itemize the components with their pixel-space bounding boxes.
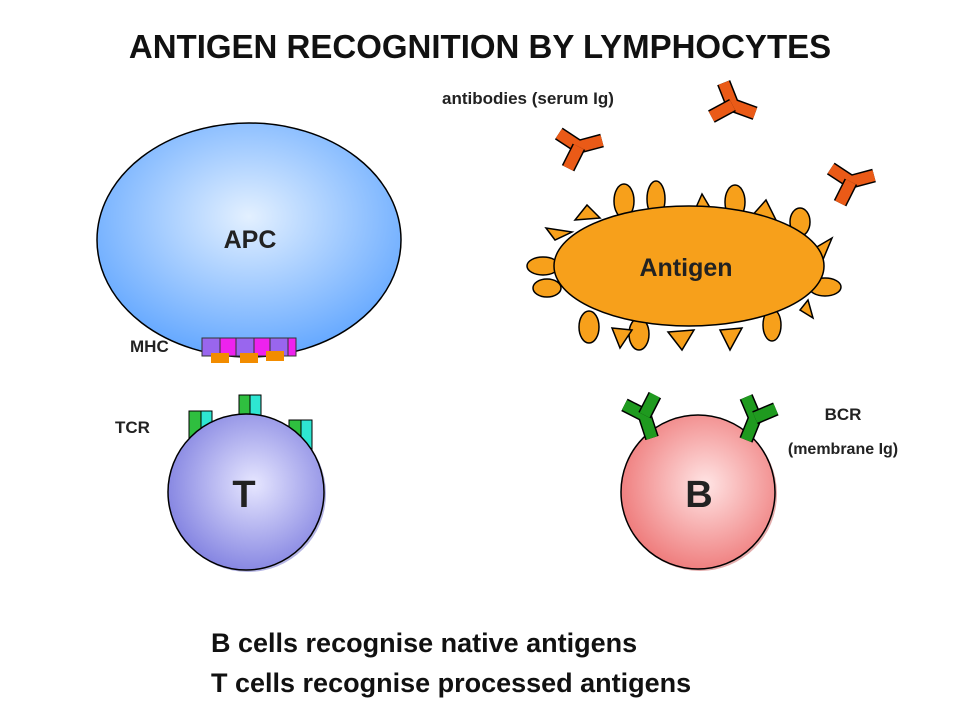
antibody-1 [548, 114, 609, 179]
t-cell [167, 413, 326, 572]
caption-t-cells: T cells recognise processed antigens [211, 668, 692, 698]
antigen-label: Antigen [639, 254, 732, 282]
antibody-3 [820, 149, 881, 214]
caption-b-cells: B cells recognise native antigens [211, 628, 638, 658]
mhc-label: MHC [130, 337, 169, 356]
mhc-molecules [201, 337, 297, 363]
tcr-label: TCR [115, 418, 150, 437]
antibodies-label: antibodies (serum Ig) [442, 89, 614, 108]
apc-label: APC [224, 226, 277, 254]
antigen-particle [526, 180, 842, 352]
t-cell-label: T [232, 474, 255, 516]
bcr-label: BCR [825, 405, 862, 424]
antibody-2 [700, 71, 765, 139]
b-cell-label: B [685, 474, 712, 516]
b-cell [620, 414, 777, 571]
bcr-sublabel: (membrane Ig) [788, 441, 898, 458]
diagram-title: ANTIGEN RECOGNITION BY LYMPHOCYTES [129, 28, 831, 65]
